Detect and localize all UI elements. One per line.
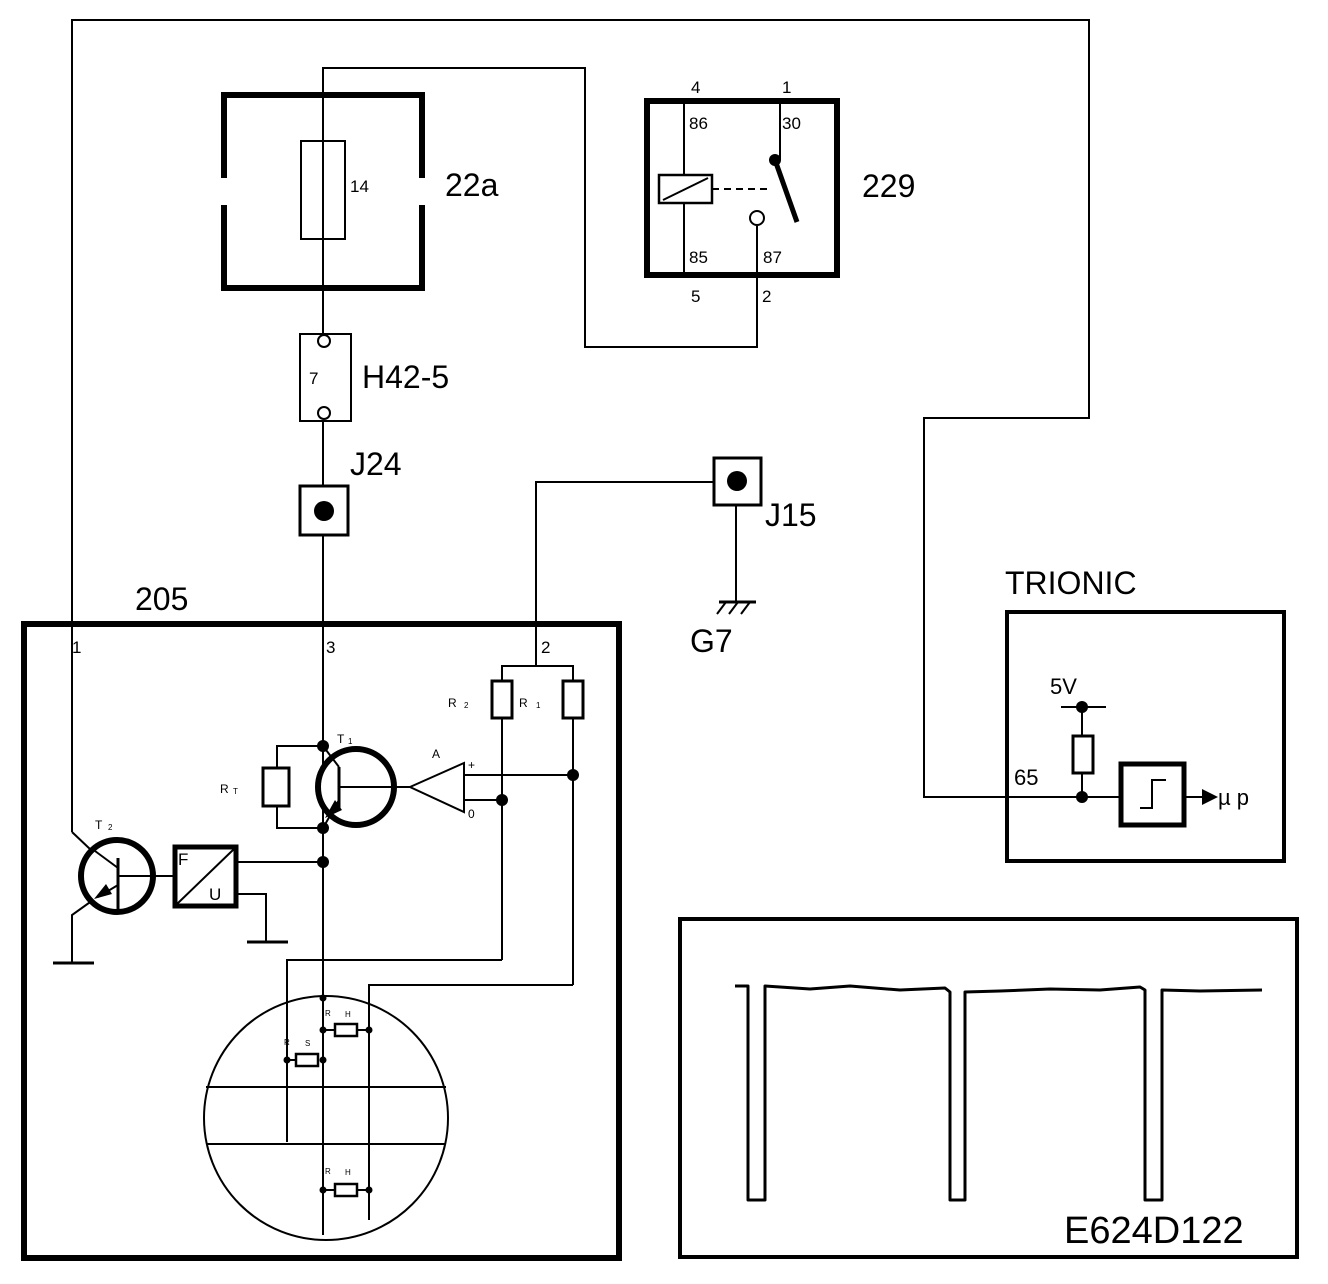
connector-h42-5: 7 H42-5 <box>299 333 449 422</box>
converter-u: U <box>209 885 221 904</box>
t2-label: T <box>95 818 103 832</box>
wire-fuse-to-relay <box>322 67 758 348</box>
rh-top-label: R <box>325 1009 331 1018</box>
converter-f: F <box>178 850 188 869</box>
rs-sub: S <box>305 1039 310 1048</box>
relay-term-85: 85 <box>689 248 708 267</box>
amp-label: A <box>432 747 440 761</box>
relay-label: 229 <box>862 168 915 204</box>
junction-j15: J15 <box>712 456 817 533</box>
ecu-output: µ p <box>1218 785 1249 810</box>
sensor-pin-3: 3 <box>326 638 335 657</box>
fuse-box-22a: 14 22a <box>221 92 499 291</box>
resistor-rs <box>294 1052 320 1068</box>
relay-term-30: 30 <box>782 114 801 133</box>
rt-sub: T <box>233 787 238 796</box>
fuse-box-label: 22a <box>445 167 499 203</box>
connector-label: H42-5 <box>362 359 449 395</box>
relay-term-87: 87 <box>763 248 782 267</box>
resistor-rt <box>261 766 291 808</box>
r1-sub: 1 <box>536 701 541 710</box>
rh-bottom-sub: H <box>345 1168 351 1177</box>
junction-j24: J24 <box>298 446 402 537</box>
scope-code: E624D122 <box>1064 1210 1244 1252</box>
wire-pin1-to-trionic <box>71 19 1090 832</box>
sensor-pin-1: 1 <box>72 638 81 657</box>
scope-panel: E624D122 <box>678 917 1299 1259</box>
wire-j15-to-sensor <box>535 481 736 666</box>
j15-label: J15 <box>765 497 817 533</box>
resistor-r1 <box>561 679 585 720</box>
rh-top-sub: H <box>345 1010 351 1019</box>
r2-label: R <box>448 696 457 710</box>
rs-label: R <box>284 1038 290 1047</box>
trionic-label: TRIONIC <box>1005 565 1137 601</box>
pulse-trace <box>735 984 1263 1202</box>
ground-g7: G7 <box>690 600 756 659</box>
r1-label: R <box>519 696 528 710</box>
sensor-pin-2: 2 <box>541 638 550 657</box>
resistor-rh-bottom <box>333 1182 359 1198</box>
t2-sub: 2 <box>108 823 113 832</box>
trionic-ecu: TRIONIC 5V 65 µ p <box>1005 565 1286 863</box>
supply-label: 5V <box>1050 674 1077 699</box>
r2-sub: 2 <box>464 701 469 710</box>
relay-contact-87 <box>749 210 765 226</box>
j24-label: J24 <box>350 446 402 482</box>
wires <box>71 19 1090 832</box>
relay-term-86: 86 <box>689 114 708 133</box>
hot-film-sensor <box>203 995 449 1241</box>
sensor-205: 205 1 3 2 R 2 R 1 A + 0 <box>21 581 622 1261</box>
ground-label: G7 <box>690 623 733 659</box>
relay-pin-1: 1 <box>782 78 791 97</box>
relay-pin-2: 2 <box>762 287 771 306</box>
t1-label: T <box>337 732 345 746</box>
t1-sub: 1 <box>348 737 353 746</box>
connector-pin: 7 <box>309 369 318 388</box>
relay-229: 4 1 86 30 85 87 5 2 229 <box>644 78 915 306</box>
rh-bottom-label: R <box>325 1167 331 1176</box>
resistor-r2 <box>490 679 514 720</box>
sensor-label: 205 <box>135 581 188 617</box>
amp-plus: + <box>468 758 475 772</box>
pullup-resistor <box>1071 734 1095 775</box>
rt-label: R <box>220 782 229 796</box>
resistor-rh-top <box>333 1022 359 1038</box>
ecu-pin-65: 65 <box>1014 765 1038 790</box>
amplifier-a <box>407 761 465 814</box>
relay-pin-4: 4 <box>691 78 700 97</box>
amp-zero: 0 <box>468 807 475 821</box>
relay-pin-5: 5 <box>691 287 700 306</box>
fuse-number: 14 <box>350 177 369 196</box>
